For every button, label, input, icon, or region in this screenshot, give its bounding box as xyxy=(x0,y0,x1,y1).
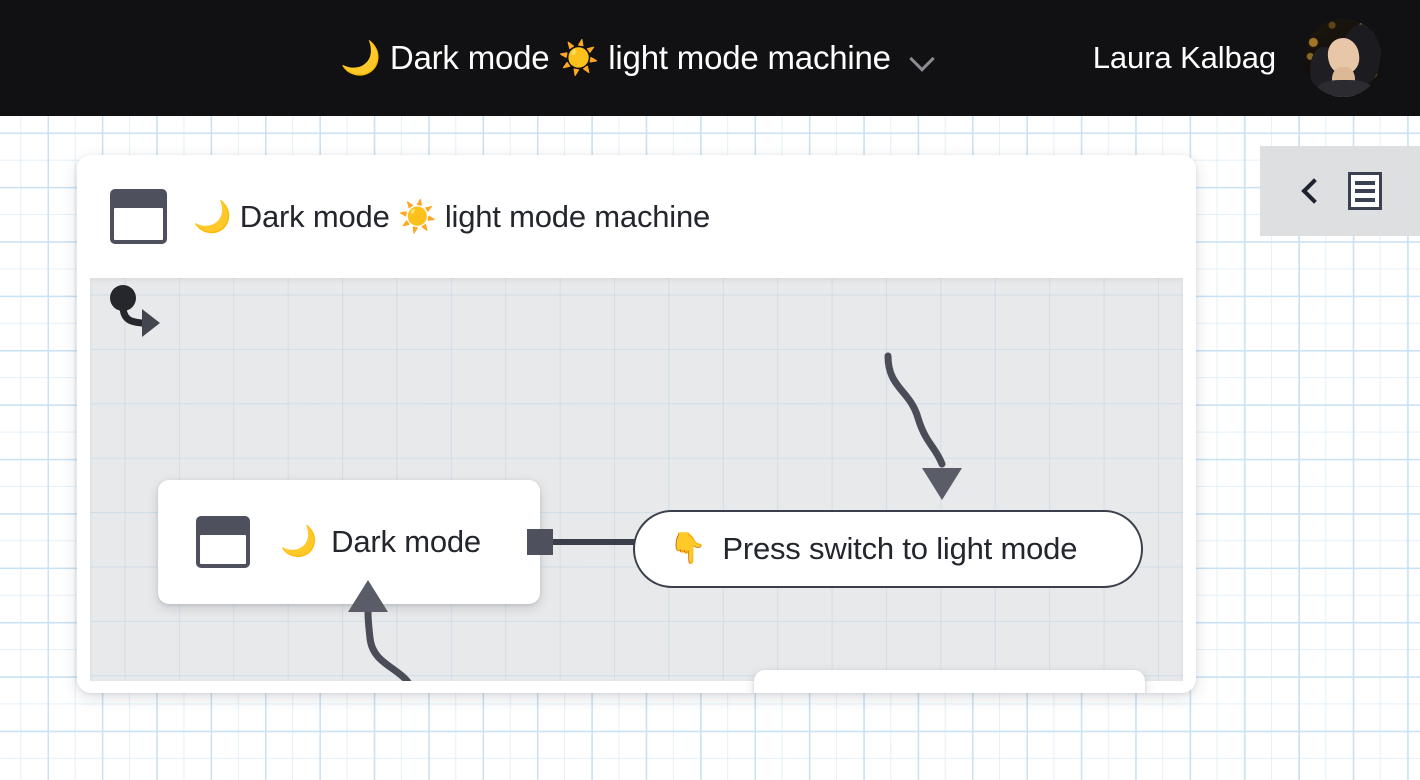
avatar[interactable] xyxy=(1304,19,1382,97)
machine-selector[interactable]: 🌙 Dark mode ☀️ light mode machine xyxy=(340,0,937,116)
topbar-machine-title: 🌙 Dark mode ☀️ light mode machine xyxy=(340,38,891,76)
machine-card[interactable]: 🌙 Dark mode ☀️ light mode machine xyxy=(77,155,1196,693)
state-node-label: Dark mode xyxy=(331,524,481,559)
state-node-light-mode[interactable]: ☀️ Light mode xyxy=(754,670,1145,693)
initial-state-dot xyxy=(110,285,136,311)
initial-state-stem xyxy=(119,302,146,327)
pointing-down-icon: 👇 xyxy=(669,532,707,565)
machine-title: 🌙 Dark mode ☀️ light mode machine xyxy=(193,199,711,234)
event-node-label: Press switch to light mode xyxy=(722,531,1078,566)
doc-line xyxy=(1355,197,1375,202)
edge-to-light-arrowhead xyxy=(922,468,962,500)
doc-line xyxy=(1355,180,1375,185)
avatar-shirt xyxy=(1318,79,1372,97)
machine-body[interactable]: 🌙 Dark mode ☀️ Light mode 👇 Press switch… xyxy=(90,278,1183,693)
top-bar: 🌙 Dark mode ☀️ light mode machine Laura … xyxy=(0,0,1420,116)
panel-toggle-bar xyxy=(1260,146,1420,236)
initial-state-arrowhead xyxy=(142,309,160,337)
doc-line xyxy=(1355,189,1375,193)
chevron-left-icon[interactable] xyxy=(1298,176,1324,206)
edge-to-dark-mode xyxy=(364,604,412,681)
user-menu[interactable]: Laura Kalbag xyxy=(1093,0,1382,116)
state-window-icon xyxy=(196,516,250,568)
state-node-label-wrap: 🌙 Dark mode xyxy=(280,524,481,560)
edge-to-light-mode xyxy=(884,352,946,468)
state-node-dark-mode[interactable]: 🌙 Dark mode xyxy=(158,480,540,604)
user-name-label: Laura Kalbag xyxy=(1092,40,1276,75)
edge-dark-to-event xyxy=(545,539,645,545)
event-node-press-switch-to-light-mode[interactable]: 👇 Press switch to light mode xyxy=(633,510,1143,588)
port-dark-mode-right[interactable] xyxy=(527,529,553,555)
machine-window-icon xyxy=(110,189,167,244)
moon-icon: 🌙 xyxy=(280,525,318,558)
document-panel-icon[interactable] xyxy=(1348,172,1382,210)
chevron-down-icon[interactable] xyxy=(909,44,937,72)
machine-header[interactable]: 🌙 Dark mode ☀️ light mode machine xyxy=(77,155,1196,278)
